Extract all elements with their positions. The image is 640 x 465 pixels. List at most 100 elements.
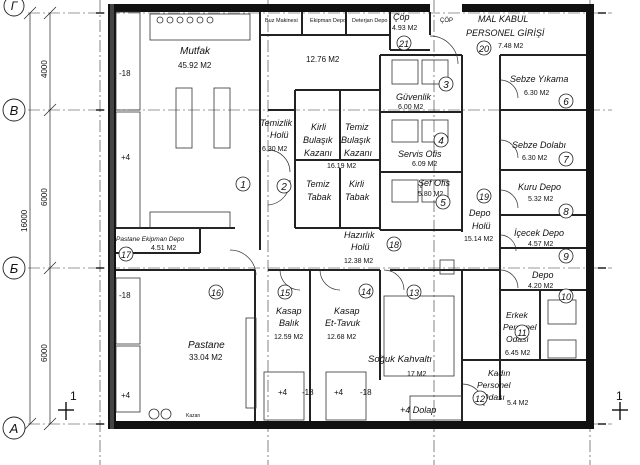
room-number-21: 21 — [398, 39, 409, 49]
room-area-kuru: 5.32 M2 — [528, 196, 553, 203]
axis-bubbles — [2, 0, 26, 440]
axis-bubble-v: B — [10, 103, 19, 118]
equipment — [115, 11, 577, 421]
room-number-bubbles — [118, 35, 574, 406]
axis-tick-marks — [96, 12, 606, 425]
room-name-kadin1: Kadın — [488, 368, 510, 378]
label-cop-small: ÇÖP — [440, 17, 453, 24]
room-name-temiztabak1: Temiz — [306, 179, 330, 189]
room-number-15: 15 — [280, 288, 291, 298]
room-area-ettavuk: 12.68 M2 — [327, 334, 356, 341]
fridge-temp-2: +4 — [121, 153, 131, 162]
room-number-12: 12 — [475, 394, 485, 404]
room-name-mutfak: Mutfak — [180, 46, 211, 57]
room-name-sogukk: Soğuk Kahvaltı — [368, 354, 432, 365]
room-name-depoholu1: Depo — [469, 208, 491, 218]
room-name-temizlik2: Holü — [270, 130, 289, 140]
fridge-temp-8: -18 — [360, 388, 372, 397]
room-name-kasap1: Kasap — [276, 306, 302, 316]
room-name-kirlitabak1: Kirli — [349, 179, 365, 189]
label-buz: Buz Makinesi — [265, 18, 298, 24]
room-area-hazirlik: 12.38 M2 — [344, 258, 373, 265]
interior-walls — [116, 12, 586, 421]
room-area-sebzeyik: 6.30 M2 — [524, 90, 549, 97]
room-area-depo-bm: 12.76 M2 — [306, 55, 340, 64]
room-name-sef: Şef Ofis — [418, 178, 451, 188]
room-area-guvenlik: 6.00 M2 — [398, 104, 423, 111]
room-area-sef: 5.80 M2 — [418, 191, 443, 198]
room-name-temiz: Temiz — [345, 122, 369, 132]
room-number-13: 13 — [409, 288, 419, 298]
room-name-kasap2: Kasap — [334, 306, 360, 316]
room-number-14: 14 — [361, 287, 371, 297]
axis-bubble-b: Б — [10, 261, 19, 276]
room-name-erkek1: Erkek — [506, 310, 528, 320]
section-label-left: 1 — [70, 389, 77, 403]
room-area-icecek: 4.57 M2 — [528, 241, 553, 248]
fridge-temp-4: +4 — [121, 391, 131, 400]
room-name-kazani2: Kazanı — [344, 148, 373, 158]
room-name-bulasik2: Bulaşık — [341, 135, 371, 145]
label-deterjan: Deterjan Depo — [352, 18, 387, 24]
exterior-walls — [108, 4, 594, 429]
room-number-5: 5 — [440, 198, 446, 209]
room-number-9: 9 — [563, 252, 569, 263]
room-name-mal1: MAL KABUL — [478, 14, 528, 24]
dimension-chain — [23, 6, 57, 431]
fridge-temp-3: -18 — [119, 291, 131, 300]
room-number-4: 4 — [438, 136, 444, 147]
label-dolap: +4 Dolap — [400, 405, 436, 415]
room-name-kirlitabak2: Tabak — [345, 192, 370, 202]
room-area-servis: 6.09 M2 — [412, 161, 437, 168]
room-number-20: 20 — [478, 44, 489, 54]
room-area-sebzedol: 6.30 M2 — [522, 155, 547, 162]
room-area-cop21: 4.93 M2 — [392, 25, 417, 32]
room-area-kadin: 5.4 M2 — [507, 400, 529, 407]
room-area-depo10: 4.20 M2 — [528, 283, 553, 290]
room-number-7: 7 — [563, 155, 569, 166]
axis-bubble-a: A — [9, 421, 19, 436]
room-name-temiztabak2: Tabak — [307, 192, 332, 202]
section-markers — [58, 402, 628, 420]
room-name-ettavuk: Et-Tavuk — [325, 318, 361, 328]
dim-label-total: 16000 — [20, 209, 29, 232]
room-number-1: 1 — [240, 180, 246, 191]
door-swings — [229, 35, 519, 407]
room-area-temizlik: 6.30 M2 — [262, 146, 287, 153]
room-number-3: 3 — [443, 80, 449, 91]
room-number-17: 17 — [121, 250, 132, 260]
room-number-19: 19 — [479, 192, 489, 202]
room-name-kadin3: Odası — [482, 392, 505, 402]
room-name-hazirlik1: Hazırlık — [344, 230, 375, 240]
room-number-10: 10 — [561, 292, 571, 302]
fridge-temp-6: -18 — [302, 388, 314, 397]
room-name-icecek: İçecek Depo — [514, 228, 564, 238]
room-name-sebzeyik: Sebze Yıkama — [510, 74, 568, 84]
room-name-temizlik1: Temizlik — [260, 118, 293, 128]
room-area-mal: 7.48 M2 — [498, 43, 523, 50]
room-name-erkek3: Odası — [506, 334, 529, 344]
room-name-mal2: PERSONEL GİRİŞİ — [466, 28, 545, 38]
room-name-hazirlik2: Holü — [351, 242, 370, 252]
fridge-temp-1: -18 — [119, 69, 131, 78]
room-number-18: 18 — [389, 240, 399, 250]
room-name-kadin2: Personel — [477, 380, 512, 390]
room-area-erkek: 6.45 M2 — [505, 350, 530, 357]
room-name-guvenlik: Güvenlik — [396, 92, 432, 102]
room-name-pastane: Pastane — [188, 340, 225, 351]
room-name-kazani1: Kazanı — [304, 148, 333, 158]
room-number-8: 8 — [563, 207, 569, 218]
room-area-pastane: 33.04 M2 — [189, 353, 223, 362]
label-ekipman: Ekipman Depo — [310, 18, 346, 24]
room-name-pastaneekip: Pastane Ekipman Depo — [116, 236, 185, 243]
room-number-11: 11 — [517, 328, 526, 338]
room-area-pastaneekip: 4.51 M2 — [151, 245, 176, 252]
fridge-temp-5: +4 — [278, 388, 288, 397]
fridge-temp-7: +4 — [334, 388, 344, 397]
room-area-mutfak: 45.92 M2 — [178, 61, 212, 70]
dim-label-top: 4000 — [40, 60, 49, 78]
section-label-right: 1 — [616, 389, 623, 403]
room-name-servis: Servis Ofis — [398, 149, 442, 159]
room-area-balik: 12.59 M2 — [274, 334, 303, 341]
